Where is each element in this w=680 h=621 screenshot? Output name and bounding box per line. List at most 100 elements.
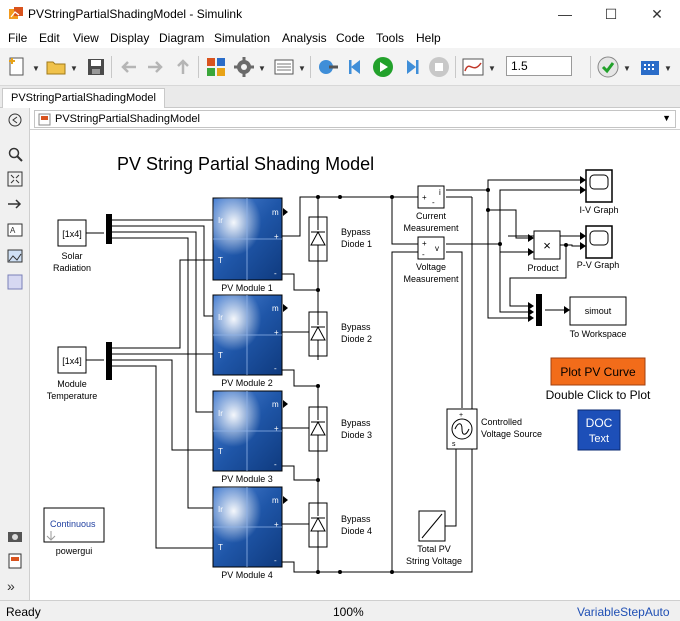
status-bar: Ready 100% VariableStepAuto [0, 600, 680, 621]
bypass-diode-1[interactable] [308, 213, 328, 265]
tab-bar: PVStringPartialShadingModel [0, 86, 680, 108]
simulation-pacing-icon[interactable] [316, 55, 340, 79]
area-icon[interactable] [7, 274, 23, 290]
model-canvas[interactable]: PV String Partial Shading Model [1x4] So… [31, 130, 678, 600]
signal-wires [446, 179, 580, 319]
svg-text:s: s [452, 441, 456, 448]
signal-arrows [486, 176, 586, 322]
bypass-diode-1-label-1: Bypass [341, 227, 371, 237]
model-explorer-icon[interactable] [272, 55, 296, 79]
menu-file[interactable]: File [8, 31, 28, 45]
pv-module-2[interactable]: Ir T m + - [212, 294, 283, 376]
port-minus: - [274, 269, 277, 278]
module-temperature-block[interactable] [57, 346, 87, 374]
menu-diagram[interactable]: Diagram [159, 31, 205, 45]
step-back-icon[interactable] [344, 55, 368, 79]
powergui-block[interactable]: Continuous [43, 507, 105, 543]
bypass-diode-2[interactable] [308, 308, 328, 360]
pv-module-4[interactable]: Ir T m + - [212, 486, 283, 568]
expand-palette-icon[interactable]: » [7, 578, 15, 594]
controlled-voltage-source[interactable]: + s [446, 408, 478, 450]
back-arrow-icon[interactable] [117, 55, 141, 79]
save-icon[interactable] [84, 55, 108, 79]
new-model-icon[interactable] [6, 55, 30, 79]
solver-link[interactable]: VariableStepAuto [577, 605, 670, 619]
solar-label-2: Radiation [53, 263, 91, 273]
chevron-down-icon[interactable]: ▼ [258, 64, 266, 73]
solar-radiation-block[interactable] [57, 219, 87, 247]
current-measurement-block[interactable]: + - i [417, 185, 445, 209]
step-forward-icon[interactable] [399, 55, 423, 79]
mux-workspace[interactable] [536, 294, 542, 326]
power-wires [282, 196, 473, 573]
arrow-right-icon[interactable] [7, 196, 23, 212]
chevron-down-icon[interactable]: ▼ [623, 64, 631, 73]
to-workspace-block[interactable] [569, 296, 627, 326]
meas-i-port: i [439, 188, 441, 197]
chevron-down-icon[interactable]: ▼ [70, 64, 78, 73]
library-browser-icon[interactable] [204, 55, 228, 79]
port-minus: - [274, 556, 277, 565]
port-t: T [218, 256, 223, 265]
port-m: m [272, 400, 279, 409]
chevron-down-icon[interactable]: ▼ [488, 64, 496, 73]
pv-graph-label: P-V Graph [577, 260, 620, 270]
address-bar: PVStringPartialShadingModel ▼ [30, 108, 680, 130]
menu-tools[interactable]: Tools [376, 31, 405, 45]
chevron-down-icon[interactable]: ▼ [298, 64, 306, 73]
doc-line-2: Text [589, 433, 609, 445]
menu-analysis[interactable]: Analysis [282, 31, 327, 45]
build-icon[interactable] [638, 55, 662, 79]
pv-module-3[interactable]: Ir T m + - [212, 390, 283, 472]
up-arrow-icon[interactable] [171, 55, 195, 79]
menu-view[interactable]: View [73, 31, 99, 45]
report-icon[interactable] [7, 553, 23, 569]
tab-model[interactable]: PVStringPartialShadingModel [2, 88, 165, 108]
image-icon[interactable] [7, 248, 23, 264]
plot-pv-curve-button[interactable]: Plot PV Curve [550, 357, 646, 386]
model-config-icon[interactable] [232, 55, 256, 79]
svg-text:-: - [432, 198, 435, 207]
close-icon[interactable]: ✕ [651, 5, 663, 22]
iv-graph-scope[interactable] [585, 169, 613, 203]
bypass-diode-4[interactable] [308, 499, 328, 551]
hide-browser-icon[interactable] [7, 112, 23, 128]
menu-simulation[interactable]: Simulation [214, 31, 271, 45]
forward-arrow-icon[interactable] [143, 55, 167, 79]
fit-to-view-icon[interactable] [7, 171, 23, 187]
doc-text-block[interactable]: DOC Text [577, 409, 621, 451]
temp-block-value: [1x4] [62, 356, 82, 366]
zoom-icon[interactable] [7, 146, 23, 162]
product-block[interactable]: × [533, 230, 561, 260]
chevron-down-icon[interactable]: ▼ [662, 113, 671, 123]
minimize-icon[interactable]: — [558, 6, 572, 22]
menu-edit[interactable]: Edit [39, 31, 60, 45]
menu-code[interactable]: Code [336, 31, 365, 45]
scope-icon[interactable] [461, 55, 485, 79]
chevron-down-icon[interactable]: ▼ [664, 64, 672, 73]
check-icon[interactable] [596, 55, 620, 79]
stop-icon[interactable] [427, 55, 451, 79]
screenshot-icon[interactable] [7, 528, 23, 544]
ramp-block[interactable] [418, 510, 446, 542]
voltage-measurement-block[interactable]: + - v [417, 236, 445, 260]
menu-display[interactable]: Display [110, 31, 150, 45]
menu-help[interactable]: Help [416, 31, 441, 45]
pv-graph-scope[interactable] [585, 225, 613, 259]
solar-block-value: [1x4] [62, 229, 82, 239]
chevron-down-icon[interactable]: ▼ [32, 64, 40, 73]
svg-text:-: - [422, 250, 425, 259]
svg-text:+: + [422, 239, 427, 248]
bypass-diode-3[interactable] [308, 403, 328, 455]
demux-solar[interactable] [106, 214, 112, 244]
open-folder-icon[interactable] [44, 55, 68, 79]
demux-temperature[interactable] [106, 342, 112, 380]
pv-module-1[interactable]: Ir T m + - [212, 197, 283, 281]
ramp-label-2: String Voltage [406, 556, 462, 566]
to-workspace-label: To Workspace [570, 329, 627, 339]
maximize-icon[interactable]: ☐ [604, 5, 618, 22]
stop-time-input[interactable] [506, 56, 572, 76]
breadcrumb[interactable]: PVStringPartialShadingModel ▼ [34, 110, 676, 128]
annotation-icon[interactable]: A [7, 222, 23, 238]
run-icon[interactable] [371, 55, 395, 79]
